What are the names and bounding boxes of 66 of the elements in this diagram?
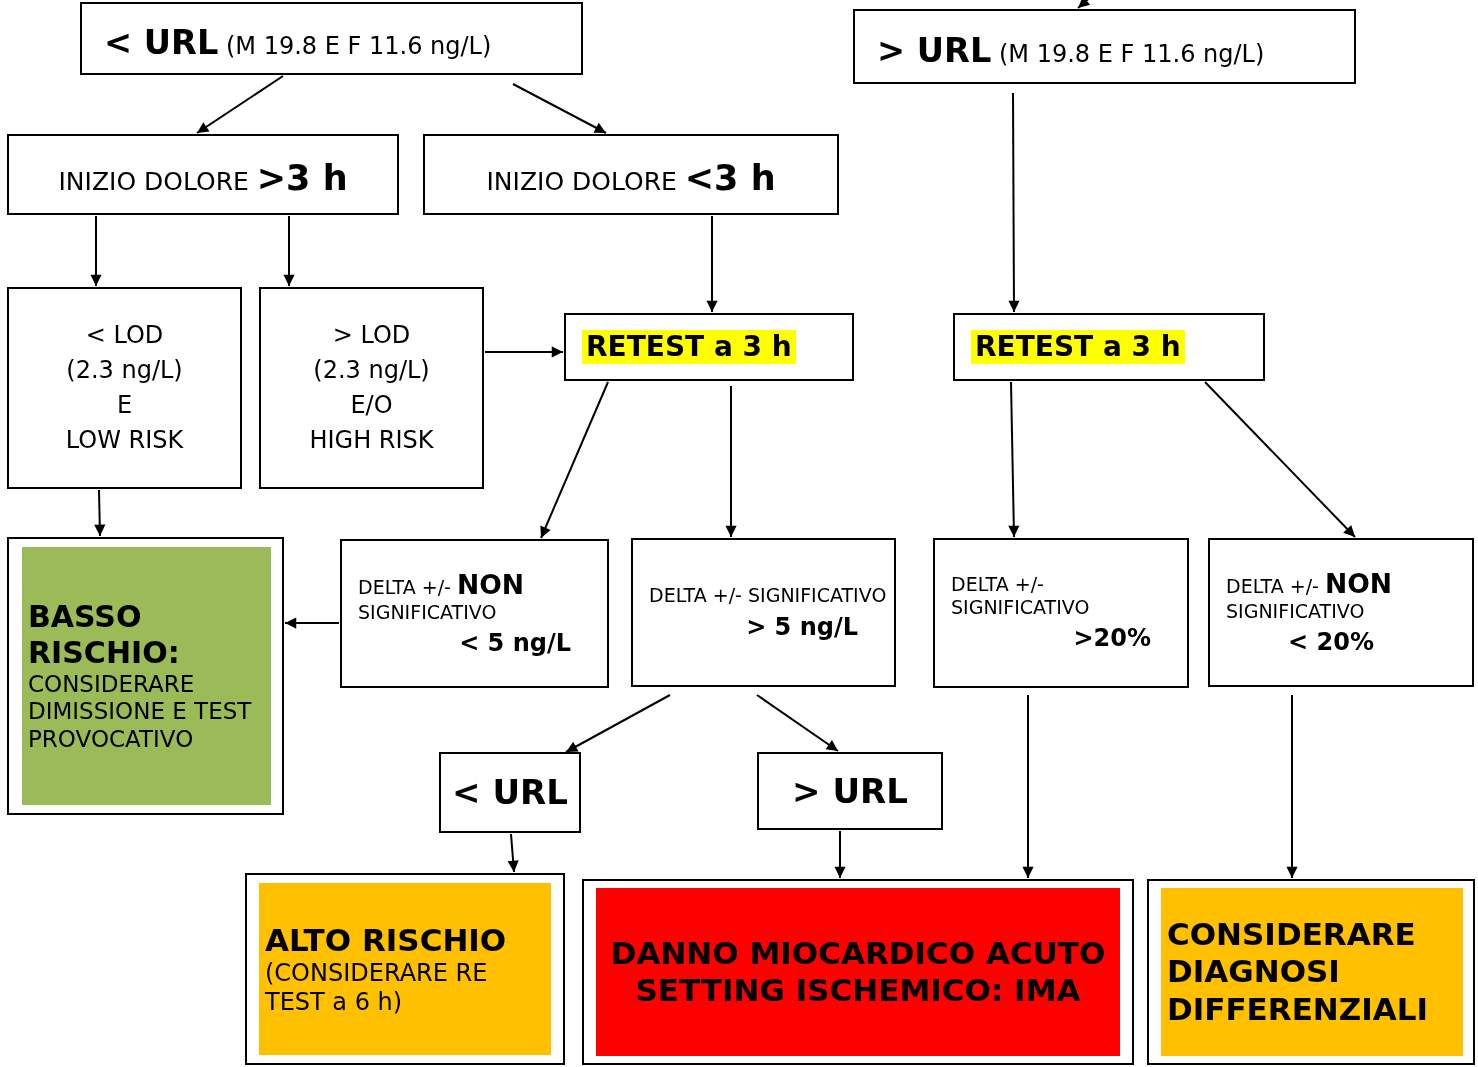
arrow: [756, 694, 839, 752]
node-text: > URL: [791, 770, 909, 812]
node-text: DELTA +/- SIGNIFICATIVO: [649, 583, 888, 607]
node-text: < URL: [451, 772, 569, 813]
node-text: E/O: [349, 390, 394, 421]
arrow: [540, 381, 609, 539]
result-box: [340, 539, 609, 688]
arrow: [94, 489, 106, 537]
node-text: >20%: [1072, 624, 1152, 654]
arrow: [512, 83, 607, 134]
node-text: (2.3 ng/L): [312, 355, 431, 387]
arrow: [1022, 694, 1034, 879]
condition-box: [259, 287, 484, 489]
threshold-box: [853, 9, 1356, 84]
node-text: CONSIDERARE DIAGNOSI DIFFERENZIALI: [1167, 916, 1430, 1028]
highlighted-text: RETEST a 3 h: [971, 330, 1185, 364]
node-text: HIGH RISK: [308, 424, 435, 456]
arrow: [507, 833, 519, 873]
threshold-box: [757, 752, 943, 830]
condition-box: [7, 134, 399, 215]
node-text: BASSO RISCHIO:: [28, 598, 181, 671]
arrow: [1204, 381, 1356, 538]
outcome-box: [1147, 879, 1475, 1065]
highlighted-text: RETEST a 3 h: [582, 330, 796, 364]
arrow: [284, 617, 340, 629]
arrow: [484, 346, 564, 358]
node-text: < 20%: [1287, 628, 1375, 658]
outcome-box: [7, 537, 284, 815]
node-text: LOW RISK: [64, 424, 185, 456]
node-text: CONSIDERARE DIMISSIONE E TEST PROVOCATIVO: [28, 670, 253, 754]
threshold-box: [80, 2, 583, 75]
outcome-box: [245, 873, 565, 1065]
arrow: [90, 215, 102, 287]
arrow: [1008, 92, 1020, 313]
arrow: [196, 75, 284, 134]
retest-box: [564, 313, 854, 381]
result-box: [933, 538, 1189, 688]
arrow: [283, 215, 295, 287]
node-text: ALTO RISCHIO: [265, 921, 508, 959]
node-text: (2.3 ng/L): [65, 355, 184, 387]
node-text: DANNO MIOCARDICO ACUTO SETTING ISCHEMICO: IMA: [609, 934, 1107, 1010]
node-text: INIZIO DOLORE >3 h: [57, 156, 349, 199]
threshold-box: [439, 752, 581, 833]
arrow: [1286, 694, 1298, 879]
retest-box: [953, 313, 1265, 381]
node-text: DELTA +/- NON SIGNIFICATIVO: [1226, 567, 1394, 623]
arrow: [565, 694, 671, 753]
node-text: E: [115, 390, 134, 421]
node-text: INIZIO DOLORE <3 h: [485, 156, 777, 199]
node-text: (CONSIDERARE RE TEST a 6 h): [265, 958, 489, 1017]
node-text: > 5 ng/L: [745, 612, 859, 642]
node-text: < URL (M 19.8 E F 11.6 ng/L): [104, 23, 493, 64]
node-text: > LOD: [331, 320, 412, 352]
arrow: [706, 215, 718, 313]
node-text: DELTA +/- NON SIGNIFICATIVO: [358, 568, 526, 624]
arrow: [834, 830, 846, 879]
condition-box: [7, 287, 242, 489]
node-text: < 5 ng/L: [458, 629, 572, 659]
node-text: > URL (M 19.8 E F 11.6 ng/L): [877, 31, 1266, 72]
arrow: [725, 385, 737, 538]
result-box: [631, 538, 896, 687]
node-text: < LOD: [84, 320, 165, 352]
result-box: [1208, 538, 1474, 687]
arrow: [1008, 381, 1020, 538]
condition-box: [423, 134, 839, 215]
node-text: DELTA +/- SIGNIFICATIVO: [951, 572, 1091, 619]
